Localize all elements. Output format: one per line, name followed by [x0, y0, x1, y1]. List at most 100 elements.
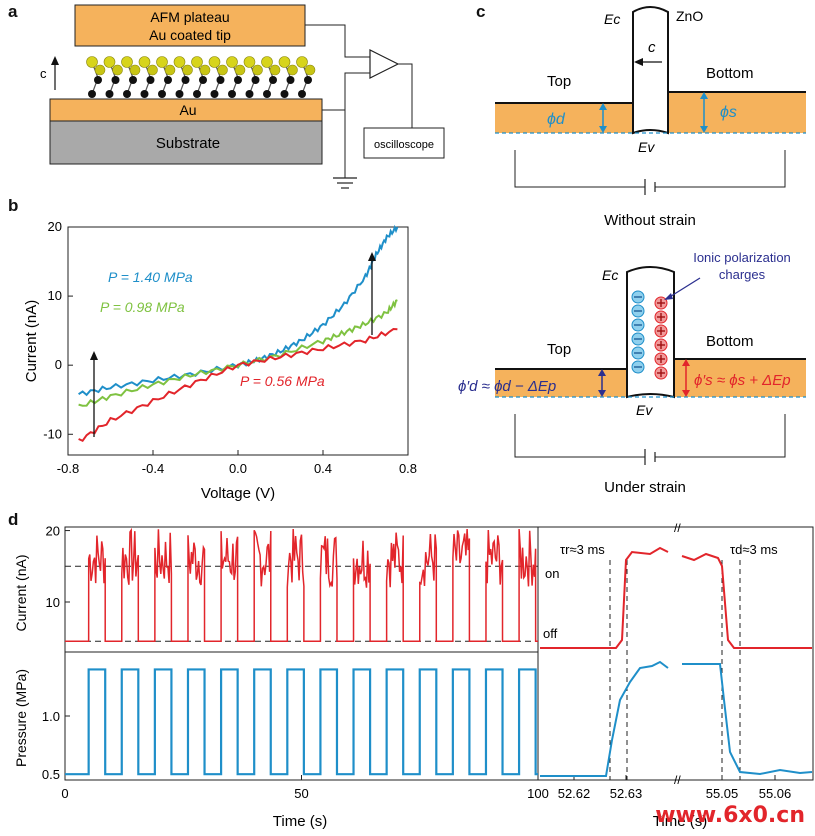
metal-atom	[298, 90, 306, 98]
battery-icon-bottom	[644, 449, 656, 465]
metal-atom	[123, 90, 131, 98]
afm-plateau-block	[74, 4, 306, 47]
sulfur-atom	[112, 64, 123, 76]
sulfur-atom	[243, 56, 256, 68]
positive-charge-icon	[654, 352, 668, 366]
sulfur-atom	[86, 56, 98, 68]
negative-charge-icon	[631, 360, 645, 374]
sulfur-atom	[208, 56, 221, 68]
battery-icon-top	[644, 179, 656, 195]
under-strain-label: Under strain	[604, 479, 686, 496]
sulfur-atom	[182, 64, 193, 76]
pressure-tick-label: 0.5	[42, 767, 60, 782]
sulfur-atom	[191, 56, 203, 68]
sulfur-atom	[129, 64, 141, 76]
zoom-pressure-fall	[682, 663, 813, 776]
negative-charge-icon	[631, 332, 645, 346]
circuit-bottom	[514, 414, 645, 458]
positive-charge-icon	[654, 310, 668, 324]
metal-atom	[158, 90, 166, 98]
top-label-2: Top	[547, 341, 571, 358]
chart-b-xlabel: Voltage (V)	[201, 485, 275, 502]
wire-top	[305, 24, 370, 58]
atomic-layer	[86, 56, 316, 98]
axis-break-bottom: //	[674, 773, 681, 787]
bottom-label-2: Bottom	[706, 333, 754, 350]
sulfur-atom	[173, 56, 186, 68]
current-tick-label: 20	[46, 524, 60, 539]
sulfur-atom	[304, 64, 316, 76]
x-tick-label: -0.4	[142, 461, 164, 476]
metal-atom	[146, 76, 155, 84]
sulfur-atom	[94, 64, 106, 76]
pressure-trace	[65, 668, 538, 776]
positive-charge-icon	[654, 338, 668, 352]
metal-atom	[269, 76, 277, 84]
au-label: Au	[179, 102, 196, 118]
zoom-x-tick-label: 55.06	[759, 786, 792, 801]
substrate-label: Substrate	[156, 135, 220, 152]
metal-atom	[129, 76, 137, 84]
bottom-label-1: Bottom	[706, 65, 754, 82]
negative-charge-icon	[631, 346, 645, 360]
x-tick-label: 0.4	[314, 461, 332, 476]
arrow-left-up-head-icon	[90, 351, 98, 360]
metal-atom	[164, 76, 172, 84]
top-label-1: Top	[547, 73, 571, 90]
series-line-2	[78, 327, 398, 443]
metal-atom	[304, 76, 312, 84]
metal-atom	[181, 76, 190, 84]
axis-break-top: //	[674, 521, 681, 535]
rise-time-label: τr≈3 ms	[560, 542, 605, 557]
legend-0p56: P = 0.56 MPa	[240, 373, 325, 389]
watermark-text: www.6x0.cn	[655, 803, 805, 828]
x-tick-label: 0.8	[399, 461, 417, 476]
sulfur-atom	[103, 56, 116, 68]
zoom-current-fall	[681, 552, 812, 649]
metal-atom	[199, 76, 207, 84]
metal-atom	[105, 90, 114, 98]
metal-atom	[175, 90, 184, 98]
y-tick-label: 0	[55, 357, 62, 372]
negative-charge-icon	[631, 290, 645, 304]
phi-d-label: ϕd	[547, 111, 566, 128]
panel-letter-a: a	[8, 2, 18, 21]
series-line-1	[78, 299, 398, 407]
wire-bottom	[322, 72, 370, 111]
chart-d-xlabel: Time (s)	[273, 813, 327, 830]
x-tick-label: 0	[61, 786, 68, 801]
c-arrow-head-icon	[634, 58, 643, 66]
panel-letter-c: c	[476, 2, 486, 21]
series-line-0	[78, 224, 399, 397]
x-tick-label: -0.8	[57, 461, 79, 476]
current-tick-label: 10	[46, 595, 60, 610]
x-tick-label: 100	[527, 786, 549, 801]
circuit-top	[514, 150, 645, 188]
y-tick-label: -10	[43, 426, 62, 441]
sulfur-atom	[121, 56, 133, 68]
ev-label-top: Ev	[638, 139, 655, 155]
sulfur-atom	[217, 64, 228, 76]
chart-d-ylabel-top: Current (nA)	[13, 554, 29, 631]
legend-0p98: P = 0.98 MPa	[100, 299, 185, 315]
ionic-label-line1: Ionic polarization	[693, 250, 791, 265]
sulfur-atom	[261, 56, 273, 68]
c-axis-arrowhead-icon	[51, 56, 59, 65]
chart-b-ylabel: Current (nA)	[23, 300, 40, 383]
ionic-charges	[631, 290, 668, 380]
metal-atom	[94, 76, 102, 84]
metal-atom	[251, 76, 260, 84]
arrow-right-up-head-icon	[368, 252, 376, 261]
pressure-tick-label: 1.0	[42, 709, 60, 724]
zno-barrier-top	[632, 6, 669, 135]
phi-d-strain-label: ϕ′d ≈ ϕd − ΔEp	[458, 378, 556, 395]
band-right-top	[668, 92, 806, 133]
zno-barrier-bottom	[626, 266, 675, 399]
metal-atom	[193, 90, 201, 98]
metal-atom	[140, 90, 149, 98]
y-tick-label: 10	[48, 288, 62, 303]
